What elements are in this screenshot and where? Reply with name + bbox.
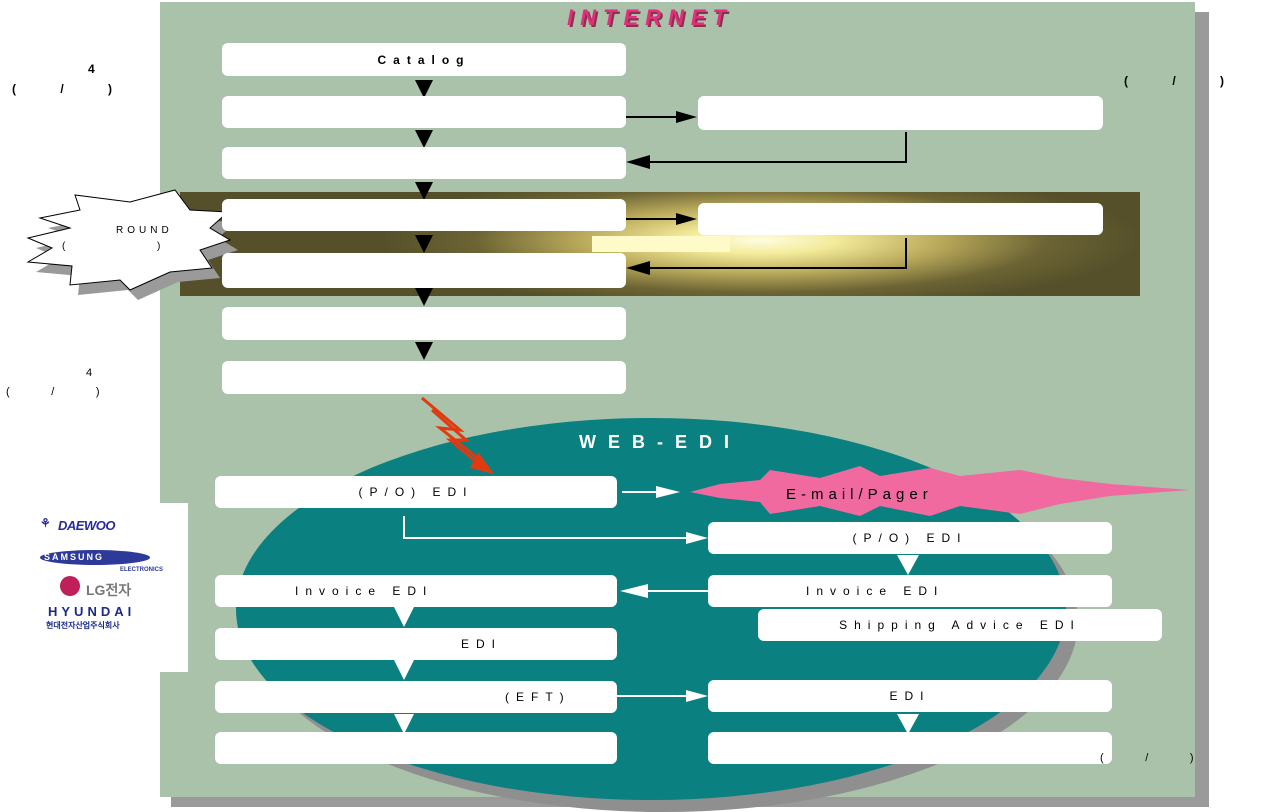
left-top-number: 4 (88, 62, 96, 76)
flow-box-3 (222, 147, 626, 179)
burst-round-label: ROUND (116, 225, 173, 236)
po-edi-box: (P/O) EDI (215, 476, 617, 508)
daewoo-logo-icon: ⚘ (40, 516, 51, 530)
edi-right-final-box (708, 732, 1112, 764)
left-mid-number: 4 (86, 367, 94, 379)
edi-left-final-box (215, 732, 617, 764)
bottom-right-paren: ( / ) (1100, 752, 1195, 764)
hyundai-logo: HYUNDAI (48, 604, 136, 619)
po-edi-right-box: (P/O) EDI (708, 522, 1112, 554)
flow-arrows-return (645, 132, 907, 269)
flow-arrows-right (626, 111, 697, 225)
left-top-paren: ( / ) (12, 82, 114, 96)
lg-logo-icon (60, 576, 80, 596)
invoice-edi-left-box: Invoice EDI (215, 575, 617, 607)
right-box-1 (698, 96, 1103, 130)
flow-box-6 (222, 307, 626, 340)
edi-left-box: EDI (215, 628, 617, 660)
samsung-sub-logo: ELECTRONICS (120, 567, 164, 573)
catalog-box: Catalog (222, 43, 626, 76)
shipping-advice-edi-box: Shipping Advice EDI (758, 609, 1162, 641)
flow-box-7 (222, 361, 626, 394)
edi-arrows (394, 486, 919, 734)
burst-paren-label: ( ) (62, 241, 162, 252)
red-arrow (421, 396, 487, 472)
right-box-2 (698, 203, 1103, 235)
edi-right-box: EDI (708, 680, 1112, 712)
left-mid-paren: ( / ) (6, 386, 101, 398)
flow-box-2 (222, 96, 626, 128)
flow-arrows-down (415, 80, 433, 360)
web-edi-label: WEB-EDI (579, 432, 741, 452)
right-top-paren: ( / ) (1124, 74, 1226, 88)
lg-logo: LG전자 (86, 582, 132, 598)
email-pager-burst (690, 466, 1190, 516)
flow-box-5 (222, 253, 626, 288)
hyundai-sub-logo: 현대전자산업주식회사 (46, 621, 120, 630)
round-burst (26, 189, 232, 291)
invoice-edi-right-box: Invoice EDI (708, 575, 1112, 607)
flow-box-4 (222, 199, 626, 231)
highlight-glow (592, 236, 730, 252)
samsung-logo: SAMSUNG (40, 550, 150, 565)
partner-logos (25, 503, 188, 672)
eft-box: (EFT) (215, 681, 617, 713)
email-pager-label: E-mail/Pager (786, 486, 933, 503)
internet-title: INTERNET (567, 5, 733, 30)
daewoo-logo: DAEWOO (58, 518, 115, 533)
